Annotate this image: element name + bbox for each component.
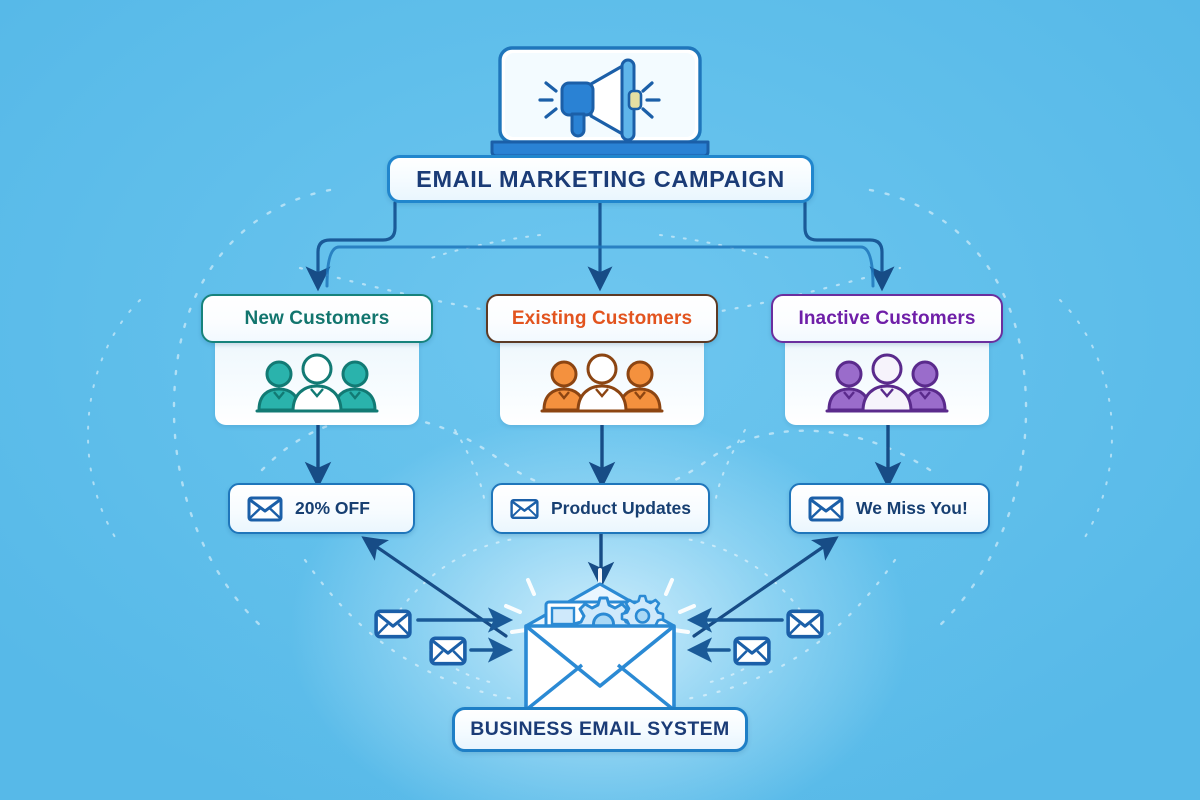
segment-header-inactive-customers: Inactive Customers xyxy=(771,294,1003,343)
mini-envelope-right-2 xyxy=(733,636,771,666)
segment-header-existing-customers: Existing Customers xyxy=(486,294,718,343)
envelope-icon xyxy=(247,496,283,521)
mini-envelope-left-1 xyxy=(374,609,412,639)
offer-label-updates: Product Updates xyxy=(550,498,691,518)
offer-card-discount[interactable]: 20% OFF xyxy=(228,483,415,534)
segment-label-new-customers: New Customers xyxy=(244,307,390,329)
segment-label-inactive-customers: Inactive Customers xyxy=(798,307,976,329)
segment-card-inactive-customers[interactable]: Inactive Customers xyxy=(771,294,1003,425)
mini-envelope-right-1 xyxy=(786,609,824,639)
envelope-icon xyxy=(510,498,539,519)
mini-envelope-left-2 xyxy=(429,636,467,666)
envelope-icon xyxy=(808,496,844,521)
campaign-laptop-illustration xyxy=(486,46,714,158)
business-email-system-label: BUSINESS EMAIL SYSTEM xyxy=(470,718,730,740)
three-people-group-icon xyxy=(255,353,379,413)
segment-card-new-customers[interactable]: New Customers xyxy=(201,294,433,425)
offer-label-winback: We Miss You! xyxy=(856,498,968,518)
segment-body-existing-customers xyxy=(500,336,704,425)
offer-card-winback[interactable]: We Miss You! xyxy=(789,483,990,534)
offer-card-updates[interactable]: Product Updates xyxy=(491,483,710,534)
business-email-system-illustration xyxy=(504,568,696,713)
segment-header-new-customers: New Customers xyxy=(201,294,433,343)
campaign-title-box[interactable]: EMAIL MARKETING CAMPAIGN xyxy=(387,155,814,203)
segment-body-inactive-customers xyxy=(785,336,989,425)
segment-body-new-customers xyxy=(215,336,419,425)
business-email-system-box[interactable]: BUSINESS EMAIL SYSTEM xyxy=(452,707,748,752)
three-people-group-icon xyxy=(825,353,949,413)
offer-label-discount: 20% OFF xyxy=(295,498,370,518)
segment-card-existing-customers[interactable]: Existing Customers xyxy=(486,294,718,425)
segment-label-existing-customers: Existing Customers xyxy=(511,307,693,329)
campaign-title-label: EMAIL MARKETING CAMPAIGN xyxy=(416,165,785,192)
three-people-group-icon xyxy=(540,353,664,413)
